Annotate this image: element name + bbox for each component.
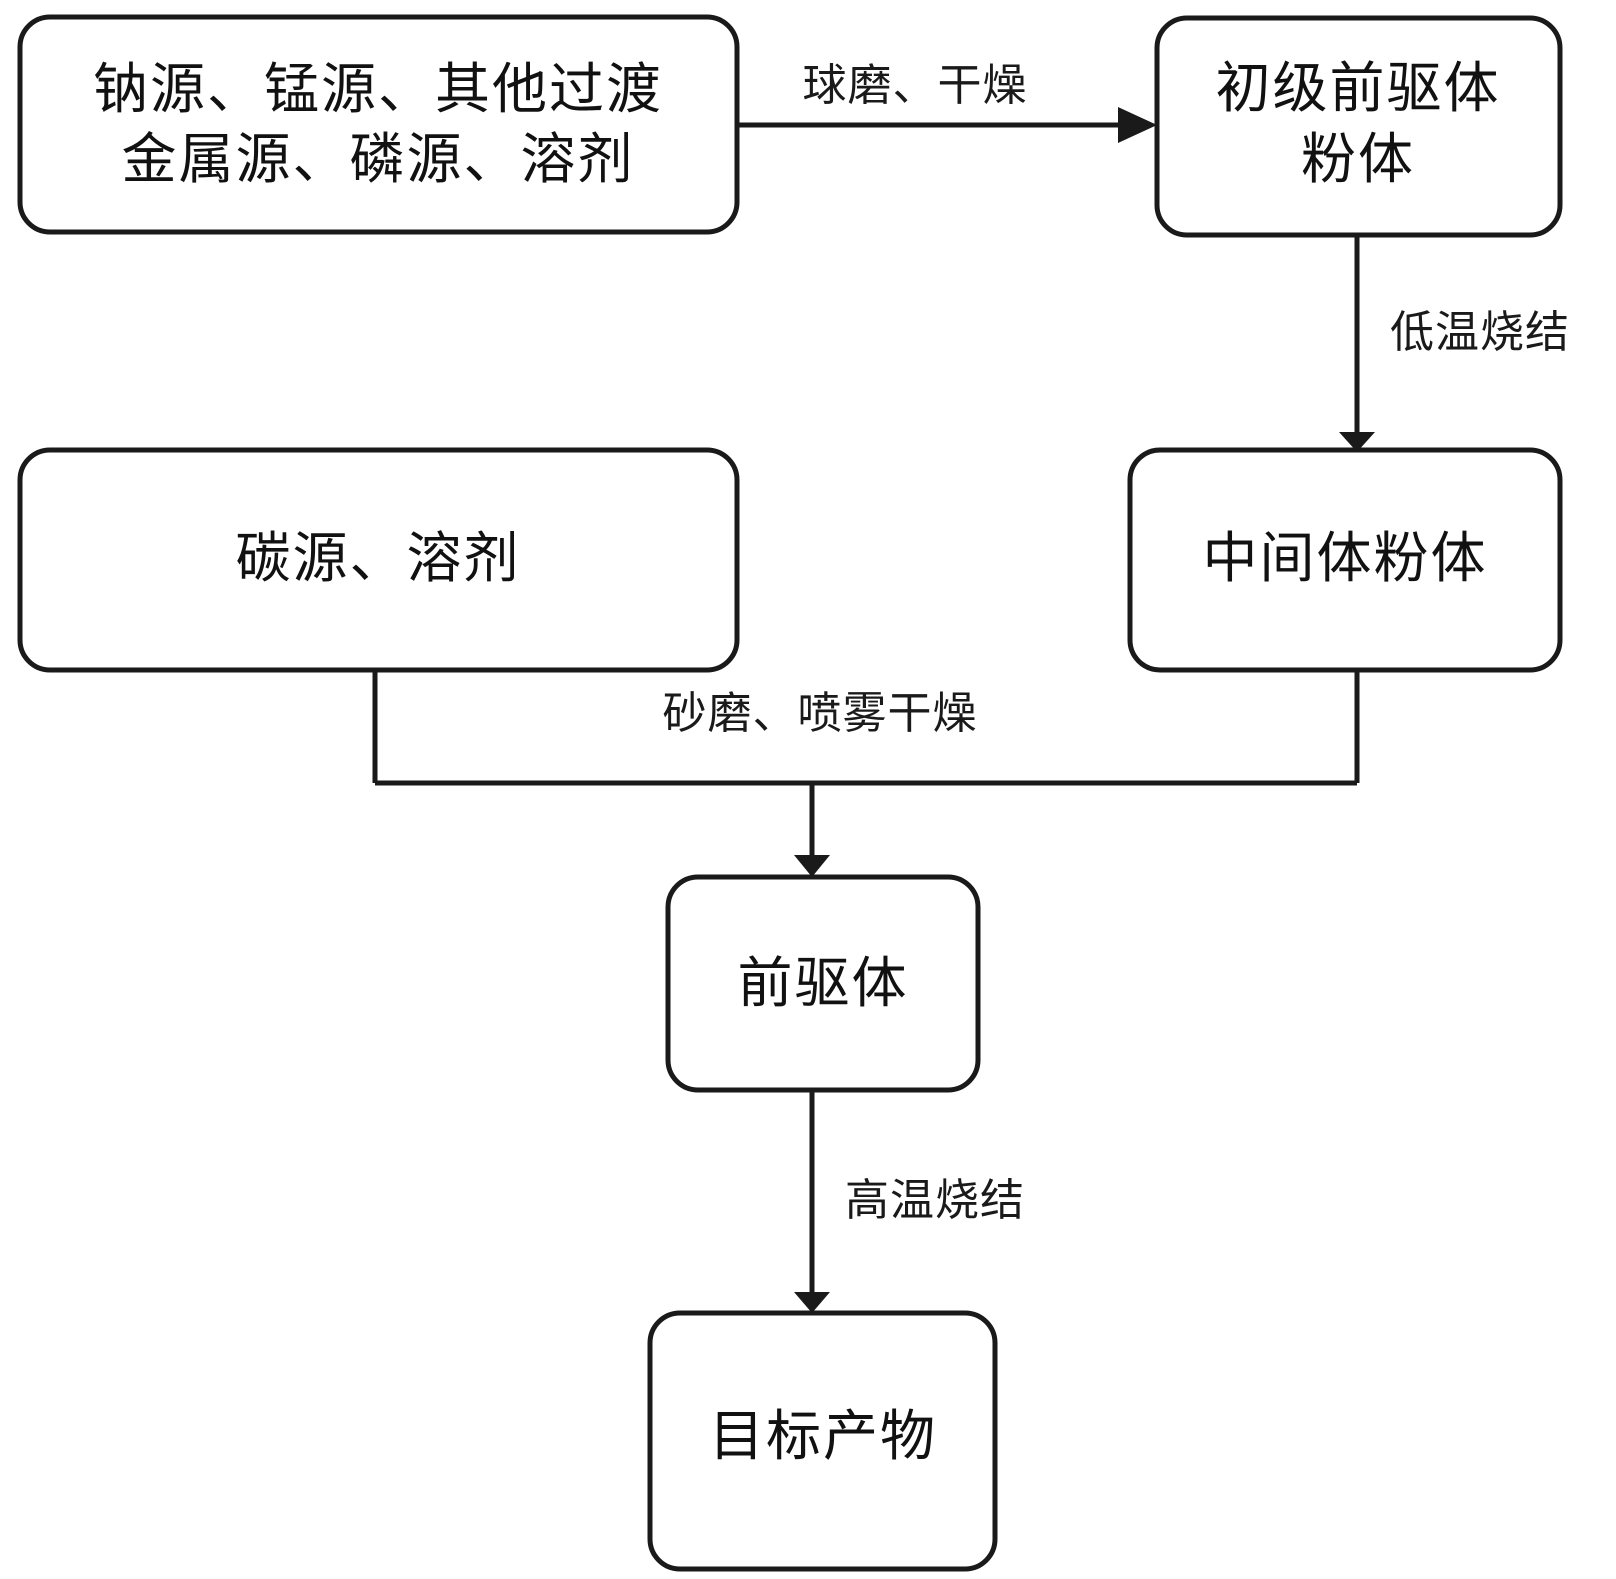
node-raw-materials-label-line2: 金属源、磷源、溶剂 xyxy=(121,127,634,191)
edge-high-temp-sinter: 高温烧结 xyxy=(794,1090,1025,1313)
edge-low-temp-sinter-arrowhead xyxy=(1339,432,1375,452)
node-primary-precursor-powder-label-line2: 粉体 xyxy=(1301,127,1415,191)
edge-ballmill-dry-arrowhead xyxy=(1118,107,1157,143)
node-intermediate-powder[interactable]: 中间体粉体 xyxy=(1127,447,1563,673)
node-target-product[interactable]: 目标产物 xyxy=(647,1310,998,1572)
node-primary-precursor-powder-label-line1: 初级前驱体 xyxy=(1215,56,1500,120)
edge-ballmill-dry: 球磨、干燥 xyxy=(737,60,1157,143)
node-carbon-source-solvent-label: 碳源、溶剂 xyxy=(235,526,520,590)
node-target-product-label: 目标产物 xyxy=(709,1404,937,1468)
node-target-product-box[interactable] xyxy=(647,1310,998,1572)
edge-ballmill-dry-label: 球磨、干燥 xyxy=(803,60,1028,111)
node-intermediate-powder-box[interactable] xyxy=(1127,447,1563,673)
node-primary-precursor-powder[interactable]: 初级前驱体 粉体 xyxy=(1154,15,1563,238)
node-raw-materials[interactable]: 钠源、锰源、其他过渡 金属源、磷源、溶剂 xyxy=(17,14,740,235)
node-raw-materials-label-line1: 钠源、锰源、其他过渡 xyxy=(93,57,663,121)
edge-sandmill-spraydry-label: 砂磨、喷雾干燥 xyxy=(663,688,978,739)
edge-sandmill-spraydry-arrowhead xyxy=(794,855,830,877)
node-raw-materials-box[interactable] xyxy=(17,14,740,235)
node-primary-precursor-powder-box[interactable] xyxy=(1154,15,1563,238)
node-carbon-source-solvent[interactable]: 碳源、溶剂 xyxy=(17,447,740,673)
edge-low-temp-sinter: 低温烧结 xyxy=(1339,235,1570,452)
edge-high-temp-sinter-label: 高温烧结 xyxy=(845,1175,1025,1226)
edge-sandmill-spraydry: 砂磨、喷雾干燥 xyxy=(372,670,1360,877)
edge-high-temp-sinter-arrowhead xyxy=(794,1292,830,1313)
edge-low-temp-sinter-label: 低温烧结 xyxy=(1390,307,1570,358)
node-intermediate-powder-label: 中间体粉体 xyxy=(1202,526,1487,590)
node-precursor-label: 前驱体 xyxy=(737,951,908,1015)
node-precursor[interactable]: 前驱体 xyxy=(665,874,981,1093)
node-carbon-source-solvent-box[interactable] xyxy=(17,447,740,673)
node-precursor-box[interactable] xyxy=(665,874,981,1093)
